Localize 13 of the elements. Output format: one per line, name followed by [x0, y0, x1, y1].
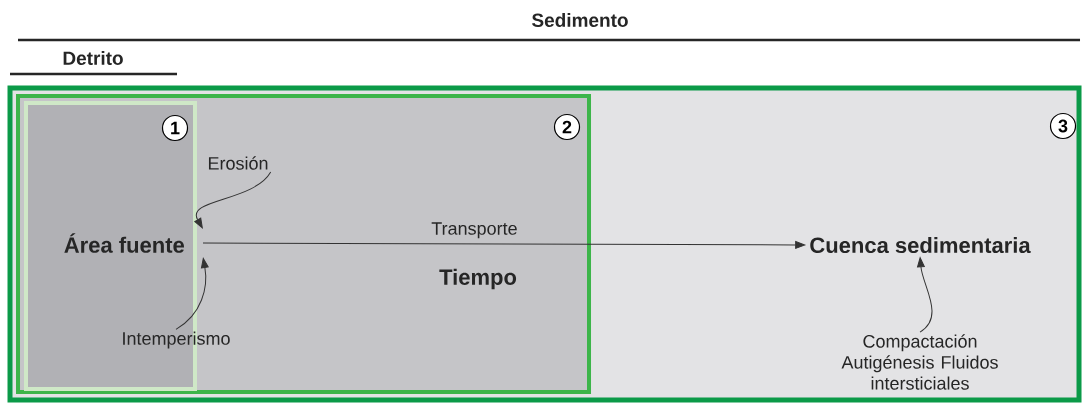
arrow — [194, 171, 272, 229]
arrow — [202, 241, 806, 249]
process-text: Erosión — [208, 156, 268, 170]
arrow — [917, 257, 933, 333]
edge-label: Transporte — [431, 222, 517, 239]
heading-text: Tiempo — [439, 268, 517, 290]
heading-text: Detrito — [63, 51, 123, 65]
heading-text: Área fuente — [64, 233, 184, 253]
arrow — [175, 258, 209, 330]
process-text: Compactación Autigénesis Fluidos intersticiales — [841, 334, 998, 390]
heading-text: Cuenca sedimentaria — [810, 236, 1031, 254]
heading-text: Sedimento — [532, 13, 628, 27]
process-text: Intemperismo — [123, 331, 230, 349]
